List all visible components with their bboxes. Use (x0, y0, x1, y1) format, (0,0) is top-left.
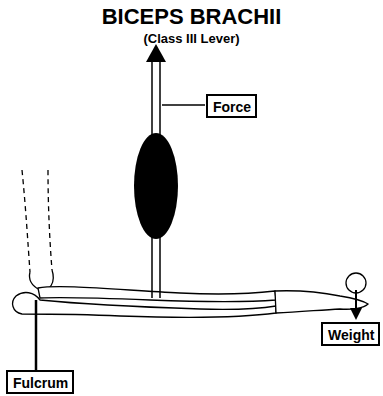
part-label: Fulcrum (13, 375, 67, 391)
label-box: Force (206, 94, 257, 118)
subtitle: (Class III Lever) (0, 31, 383, 46)
leader-line (162, 104, 205, 106)
biceps-muscle (134, 133, 178, 239)
part-label: Weight (328, 327, 373, 343)
diagram-title: BICEPS BRACHII (0, 4, 383, 30)
label-box: Weight (321, 322, 380, 346)
label-box: Fulcrum (6, 370, 74, 394)
weight-arrow (350, 290, 362, 320)
part-label: Force (213, 99, 250, 115)
humerus-outline (22, 170, 53, 290)
forearm-bones (13, 287, 368, 318)
leader-line (35, 300, 38, 370)
